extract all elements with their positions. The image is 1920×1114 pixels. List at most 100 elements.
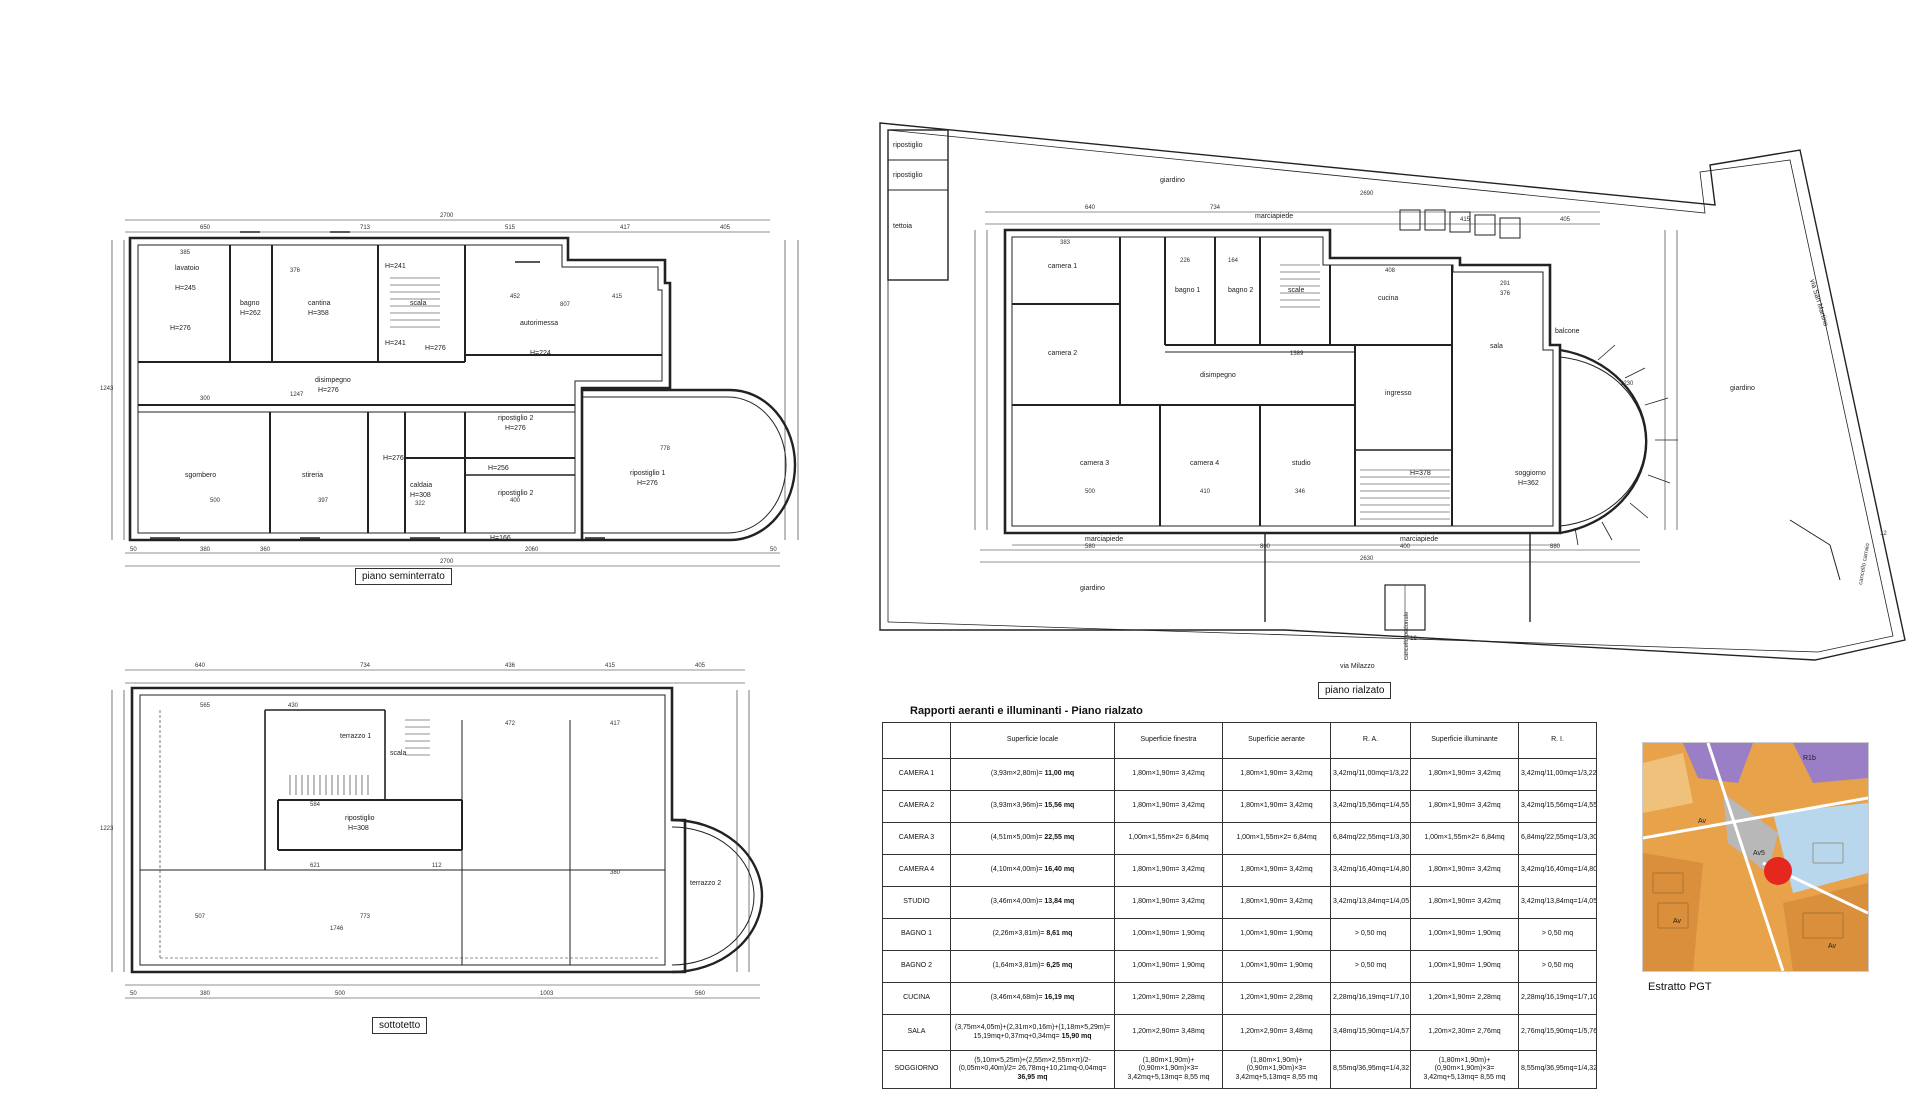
superficie-aerante: 1,00m×1,55m×2= 6,84mq (1222, 822, 1331, 855)
dimension-label: 415 (605, 663, 616, 669)
dimension-label: 1746 (330, 926, 344, 932)
superficie-locale-value: 36,95 mq (1017, 1073, 1048, 1081)
dimension-label: 410 (1200, 489, 1211, 495)
dimension-label: 580 (1085, 544, 1096, 550)
height-label: H=262 (240, 310, 261, 317)
room-sgombero: sgombero (185, 472, 216, 479)
superficie-finestra: 1,80m×1,90m= 3,42mq (1114, 790, 1223, 823)
dimension-label: 400 (1400, 544, 1411, 550)
superficie-locale: (4,10m×4,00m)= 16,40 mq (950, 854, 1115, 887)
superficie-finestra: 1,00m×1,90m= 1,90mq (1114, 918, 1223, 951)
dimension-label: 640 (1085, 205, 1096, 211)
dimension-label: 436 (505, 663, 516, 669)
table-header: R. I. (1518, 722, 1597, 759)
superficie-aerante: 1,80m×1,90m= 3,42mq (1222, 790, 1331, 823)
dimension-label: 322 (415, 501, 426, 507)
room-studio: studio (1292, 460, 1311, 467)
rapporto-aerante: 3,42mq/11,00mq=1/3,22 (1330, 758, 1411, 791)
superficie-locale: (4,51m×5,00m)= 22,55 mq (950, 822, 1115, 855)
pgt-zone-label: R1b (1803, 755, 1816, 762)
rapporto-aerante: 3,42mq/13,84mq=1/4,05 (1330, 886, 1411, 919)
pgt-label: Estratto PGT (1648, 981, 1712, 993)
superficie-locale: (5,10m×5,25m)+(2,55m×2,55m×π)/2-(0,05m×0… (950, 1050, 1115, 1089)
room-balcone: balcone (1555, 328, 1580, 335)
dimension-label: 1223 (100, 826, 114, 832)
superficie-aerante: 1,00m×1,90m= 1,90mq (1222, 950, 1331, 983)
superficie-locale-formula: (3,75m×4,05m)+(2,31m×0,16m)+(1,18m×5,29m… (954, 1024, 1111, 1040)
dimension-label: 515 (505, 225, 516, 231)
room-terrazzo-2: terrazzo 2 (690, 880, 721, 887)
dimension-label: 734 (1210, 205, 1221, 211)
room-ripostiglio-2b: ripostiglio 2 (498, 490, 534, 497)
superficie-illuminante: 1,00m×1,90m= 1,90mq (1410, 918, 1519, 951)
height-label: H=256 (488, 465, 509, 472)
dimension-label: 12 (1880, 531, 1887, 537)
plan-title-seminterrato: piano seminterrato (355, 568, 452, 585)
table-header: Superficie aerante (1222, 722, 1331, 759)
superficie-locale-value: 8,61 mq (1046, 930, 1073, 938)
dimension-label: 405 (1560, 217, 1571, 223)
dimension-label: 1003 (540, 991, 554, 997)
dimension-label: 880 (1550, 544, 1561, 550)
dimension-label: 380 (200, 547, 211, 553)
superficie-locale-formula: (3,93m×3,96m)= (990, 802, 1045, 810)
table-row: SALA(3,75m×4,05m)+(2,31m×0,16m)+(1,18m×5… (882, 1014, 1597, 1051)
table-header: Superficie illuminante (1410, 722, 1519, 759)
height-label: H=241 (385, 263, 406, 270)
room-scala: scala (390, 750, 406, 757)
room-name: SALA (882, 1014, 951, 1051)
room-disimpegno: disimpegno (315, 377, 351, 384)
plan-seminterrato (111, 219, 799, 567)
pgt-zone-label: Av5 (1753, 850, 1765, 857)
superficie-illuminante: (1,80m×1,90m)+(0,90m×1,90m)×3= 3,42mq+5,… (1410, 1050, 1519, 1089)
superficie-locale-value: 22,55 mq (1044, 834, 1075, 842)
table-title: Rapporti aeranti e illuminanti - Piano r… (910, 705, 1143, 717)
rapporto-illuminante: > 0,50 mq (1518, 918, 1597, 951)
room-name: CAMERA 4 (882, 854, 951, 887)
dimension-label: 346 (1295, 489, 1306, 495)
table-header: Superficie finestra (1114, 722, 1223, 759)
room-autorimessa: autorimessa (520, 320, 558, 327)
plan-sottotetto (111, 669, 764, 999)
superficie-locale: (2,26m×3,81m)= 8,61 mq (950, 918, 1115, 951)
dimension-label: 500 (1085, 489, 1096, 495)
rapporto-aerante: 3,48mq/15,90mq=1/4,57 (1330, 1014, 1411, 1051)
superficie-illuminante: 1,20m×2,30m= 2,76mq (1410, 1014, 1519, 1051)
superficie-locale: (1,64m×3,81m)= 6,25 mq (950, 950, 1115, 983)
rapporto-illuminante: 3,42mq/16,40mq=1/4,80 (1518, 854, 1597, 887)
superficie-illuminante: 1,80m×1,90m= 3,42mq (1410, 790, 1519, 823)
rapporto-aerante: 3,42mq/15,56mq=1/4,55 (1330, 790, 1411, 823)
superficie-locale-value: 11,00 mq (1044, 770, 1075, 778)
height-label: H=308 (348, 825, 369, 832)
superficie-finestra: 1,20m×2,90m= 3,48mq (1114, 1014, 1223, 1051)
pgt-zone-label: Av (1698, 818, 1707, 825)
height-label: H=362 (1518, 480, 1539, 487)
dimension-label: 1389 (1290, 351, 1304, 357)
table-header-row: Superficie locale Superficie finestra Su… (882, 722, 1597, 759)
dimension-label: 500 (335, 991, 346, 997)
room-name: CAMERA 2 (882, 790, 951, 823)
height-label: H=276 (425, 345, 446, 352)
superficie-aerante: 1,80m×1,90m= 3,42mq (1222, 758, 1331, 791)
plan-title-rialzato: piano rialzato (1318, 682, 1392, 699)
dimension-label: 376 (290, 268, 301, 274)
rapporto-aerante: 3,42mq/16,40mq=1/4,80 (1330, 854, 1411, 887)
superficie-locale-formula: (2,26m×3,81m)= (992, 930, 1047, 938)
rapporto-illuminante: 3,42mq/13,84mq=1/4,05 (1518, 886, 1597, 919)
height-label: H=276 (637, 480, 658, 487)
table-header: R. A. (1330, 722, 1411, 759)
superficie-illuminante: 1,80m×1,90m= 3,42mq (1410, 886, 1519, 919)
height-label: H=276 (318, 387, 339, 394)
superficie-locale-value: 6,25 mq (1046, 962, 1073, 970)
rapporto-illuminante: 2,28mq/16,19mq=1/7,10 (1518, 982, 1597, 1015)
superficie-finestra: 1,20m×1,90m= 2,28mq (1114, 982, 1223, 1015)
height-label: H=308 (410, 492, 431, 499)
dimension-label: 650 (200, 225, 211, 231)
superficie-locale: (3,75m×4,05m)+(2,31m×0,16m)+(1,18m×5,29m… (950, 1014, 1115, 1051)
dimension-label: 565 (200, 703, 211, 709)
marciapiede-label: marciapiede (1400, 536, 1438, 543)
height-label: H=224 (530, 350, 551, 357)
pgt-zone-label: Av (1828, 943, 1837, 950)
